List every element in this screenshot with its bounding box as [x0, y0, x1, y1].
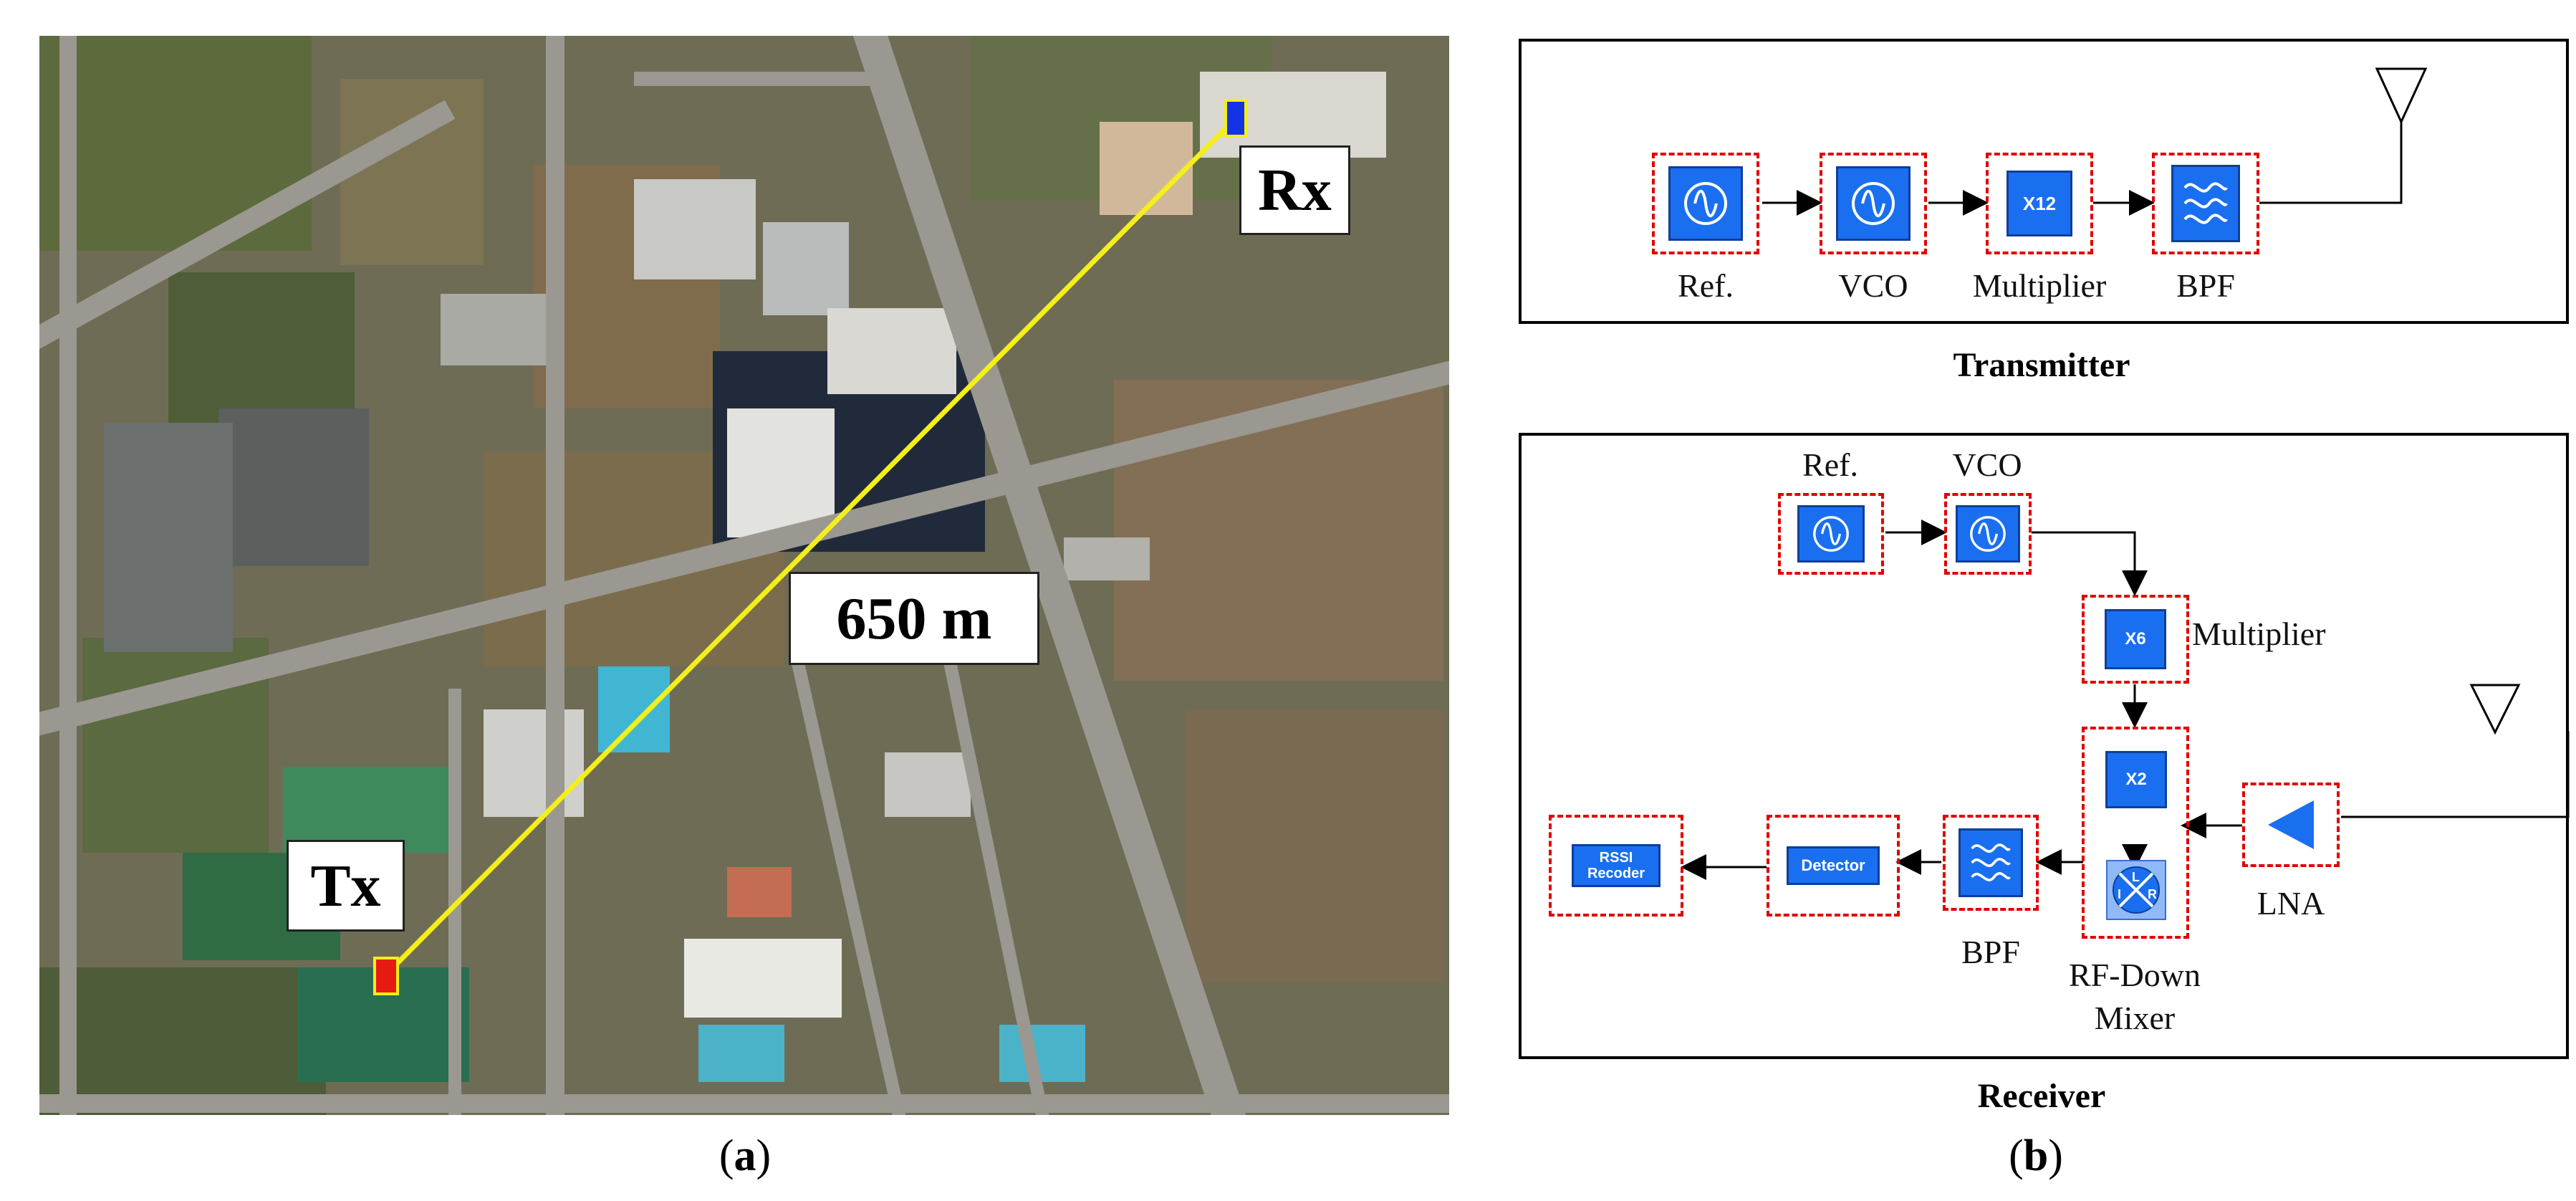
aerial-map-image — [39, 36, 1449, 1115]
rx-multiplier-icon: X6 — [2105, 609, 2166, 669]
mixer-port-r: R — [2148, 887, 2157, 901]
tx-multiplier-block: X12 — [1986, 153, 2093, 254]
tx-bpf-label: BPF — [2176, 267, 2235, 304]
rx-mixer-block: X2 L I R — [2082, 727, 2189, 939]
rx-marker — [1224, 99, 1247, 138]
rx-lna-label: LNA — [2257, 885, 2325, 922]
distance-label: 650 m — [789, 572, 1039, 665]
tx-antenna-icon — [2375, 67, 2428, 125]
rx-mixer-label-line2: Mixer — [2094, 1000, 2176, 1036]
amplifier-icon — [2268, 800, 2314, 849]
tx-multiplier-label: Multiplier — [1972, 267, 2107, 304]
tx-vco-block — [1820, 153, 1927, 254]
tx-ref-label: Ref. — [1678, 267, 1734, 304]
rx-label: Rx — [1239, 145, 1350, 235]
rx-ref-label: Ref. — [1802, 446, 1858, 483]
rssi-line2: Recoder — [1587, 866, 1645, 881]
receiver-title: Receiver — [1977, 1077, 2106, 1115]
tx-label: Tx — [287, 840, 405, 932]
detector-icon: Detector — [1787, 846, 1880, 885]
oscillator-icon — [1970, 516, 2006, 552]
rx-detector-block: Detector — [1767, 815, 1900, 917]
tx-rx-link-line — [384, 116, 1238, 977]
rx-bpf-block — [1943, 815, 2039, 911]
caption-a: (a) — [719, 1131, 772, 1180]
rssi-line1: RSSI — [1599, 850, 1633, 866]
tx-vco-label: VCO — [1838, 267, 1908, 304]
tx-ref-block — [1652, 153, 1759, 254]
rx-vco-block — [1944, 493, 2032, 575]
bandpass-filter-icon — [1971, 843, 2011, 881]
tx-bpf-block — [2152, 153, 2259, 254]
rx-mixer-label-line1: RF-Down — [2068, 957, 2201, 993]
bandpass-filter-icon — [2183, 182, 2228, 224]
oscillator-icon — [1852, 182, 1895, 225]
rx-multiplier-block: X6 — [2082, 595, 2189, 684]
rx-lna-block — [2242, 783, 2340, 867]
caption-b: (b) — [2009, 1131, 2063, 1180]
tx-multiplier-icon: X12 — [2007, 171, 2072, 236]
rssi-recoder-icon: RSSI Recoder — [1572, 844, 1661, 887]
mixer-port-l: L — [2132, 870, 2140, 884]
aerial-map: Rx 650 m Tx — [39, 36, 1449, 1115]
receiver-frame — [1519, 433, 2569, 1059]
rx-ref-block — [1778, 493, 1884, 575]
mixer-icon: L I R — [2106, 860, 2166, 920]
rx-vco-label: VCO — [1952, 446, 2022, 483]
rx-doubler-icon: X2 — [2105, 751, 2167, 808]
rx-rssi-block: RSSI Recoder — [1549, 815, 1683, 917]
mixer-port-i: I — [2118, 887, 2122, 901]
transmitter-title: Transmitter — [1953, 346, 2130, 384]
rx-antenna-icon — [2469, 684, 2521, 735]
rx-bpf-label: BPF — [1961, 934, 2020, 970]
transmitter-frame — [1519, 39, 2569, 324]
rx-multiplier-label: Multiplier — [2192, 616, 2326, 652]
tx-marker — [373, 957, 399, 995]
oscillator-icon — [1813, 516, 1849, 552]
oscillator-icon — [1684, 182, 1727, 225]
